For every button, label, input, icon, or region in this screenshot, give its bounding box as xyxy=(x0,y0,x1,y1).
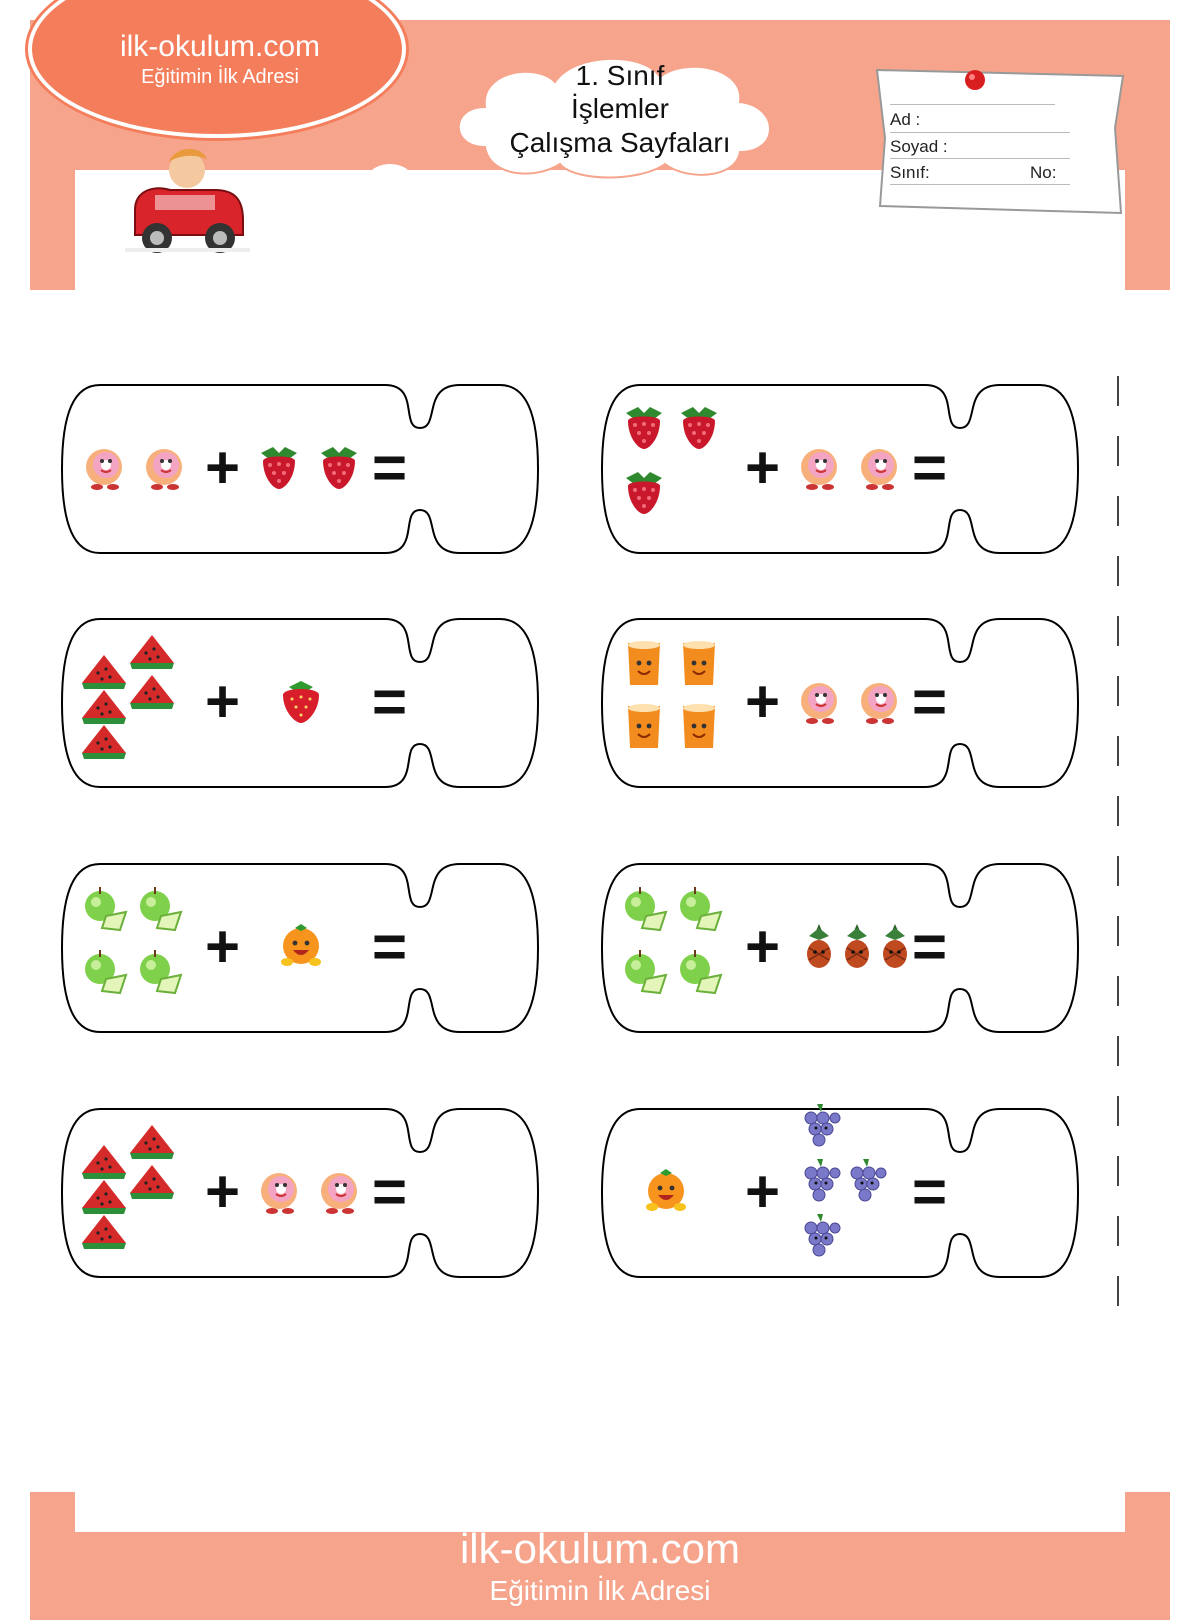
title-line-2: İşlemler xyxy=(570,93,669,124)
footer-slogan: Eğitimin İlk Adresi xyxy=(489,1575,711,1606)
strawberry-icon xyxy=(277,677,325,730)
logo-slogan: Eğitimin İlk Adresi xyxy=(141,66,299,88)
orange-icon xyxy=(277,922,325,975)
addition-problem-card: += xyxy=(60,1107,540,1279)
grapefruit-icon xyxy=(315,1167,363,1220)
equals-sign: = xyxy=(912,668,948,735)
answer-box[interactable] xyxy=(970,403,1065,533)
equals-sign: = xyxy=(912,913,948,980)
grapes-icon xyxy=(795,1157,843,1210)
ad-label: Ad : xyxy=(890,110,921,129)
raspberry-icon xyxy=(675,403,723,456)
addition-problem-card: += xyxy=(600,383,1080,555)
grapefruit-icon xyxy=(255,1167,303,1220)
addition-problem-card: += xyxy=(600,617,1080,789)
green-apple-icon xyxy=(80,947,128,1000)
equals-sign: = xyxy=(912,1158,948,1225)
green-apple-icon xyxy=(620,947,668,1000)
answer-box[interactable] xyxy=(430,1127,525,1257)
orange-juice-icon xyxy=(620,702,668,755)
answer-box[interactable] xyxy=(430,403,525,533)
answer-box[interactable] xyxy=(970,882,1065,1012)
watermelon-slice-icon xyxy=(80,1172,128,1225)
grapefruit-icon xyxy=(140,443,188,496)
grapes-icon xyxy=(795,1102,843,1155)
orange-juice-icon xyxy=(620,639,668,692)
soyad-label: Soyad : xyxy=(890,137,948,156)
sinif-no-line[interactable] xyxy=(890,184,1070,185)
orange-juice-icon xyxy=(675,639,723,692)
green-apple-icon xyxy=(135,884,183,937)
grapefruit-icon xyxy=(80,443,128,496)
addition-problem-card: += xyxy=(60,383,540,555)
grapes-icon xyxy=(841,1157,889,1210)
grapefruit-icon xyxy=(855,677,903,730)
no-label: No: xyxy=(1030,163,1057,182)
equals-sign: = xyxy=(372,668,408,735)
logo-badge xyxy=(28,0,406,138)
pineapple-icon xyxy=(833,922,881,975)
soyad-line[interactable] xyxy=(890,158,1070,159)
equals-sign: = xyxy=(372,1158,408,1225)
plus-sign: + xyxy=(205,1158,241,1225)
thought-bubbles xyxy=(258,164,412,217)
pineapple-icon xyxy=(871,922,919,975)
plus-sign: + xyxy=(205,434,241,501)
plus-sign: + xyxy=(205,668,241,735)
addition-problem-card: += xyxy=(60,862,540,1034)
grapes-icon xyxy=(795,1212,843,1265)
grapefruit-icon xyxy=(795,677,843,730)
equals-sign: = xyxy=(372,434,408,501)
orange-juice-icon xyxy=(675,702,723,755)
green-apple-icon xyxy=(80,884,128,937)
name-card xyxy=(875,68,1125,215)
equals-sign: = xyxy=(372,913,408,980)
raspberry-icon xyxy=(255,443,303,496)
footer-inner-white xyxy=(75,1492,1125,1532)
title-line-1: 1. Sınıf xyxy=(575,60,665,91)
car-mascot-icon xyxy=(125,148,250,253)
equals-sign: = xyxy=(912,434,948,501)
raspberry-icon xyxy=(315,443,363,496)
plus-sign: + xyxy=(745,434,781,501)
title-line-3: Çalışma Sayfaları xyxy=(509,127,731,158)
logo-site-name: ilk-okulum.com xyxy=(119,30,321,63)
addition-problem-card: += xyxy=(60,617,540,789)
orange-icon xyxy=(642,1167,690,1220)
grapefruit-icon xyxy=(795,443,843,496)
raspberry-icon xyxy=(620,403,668,456)
answer-box[interactable] xyxy=(970,1127,1065,1257)
note-top-line xyxy=(890,104,1055,105)
watermelon-slice-icon xyxy=(80,682,128,735)
watermelon-slice-icon xyxy=(80,1207,128,1260)
title-cloud xyxy=(457,57,771,179)
grapefruit-icon xyxy=(855,443,903,496)
cut-line xyxy=(1117,376,1119,1326)
plus-sign: + xyxy=(205,913,241,980)
watermelon-slice-icon xyxy=(128,667,176,720)
green-apple-icon xyxy=(620,884,668,937)
plus-sign: + xyxy=(745,1158,781,1225)
watermelon-slice-icon xyxy=(80,647,128,700)
watermelon-slice-icon xyxy=(80,717,128,770)
addition-problem-card: += xyxy=(600,862,1080,1034)
watermelon-slice-icon xyxy=(128,627,176,680)
footer-site-name: ilk-okulum.com xyxy=(459,1525,741,1572)
answer-box[interactable] xyxy=(430,882,525,1012)
plus-sign: + xyxy=(745,913,781,980)
raspberry-icon xyxy=(620,468,668,521)
pineapple-icon xyxy=(795,922,843,975)
green-apple-icon xyxy=(675,884,723,937)
plus-sign: + xyxy=(745,668,781,735)
watermelon-slice-icon xyxy=(80,1137,128,1190)
answer-box[interactable] xyxy=(430,637,525,767)
watermelon-slice-icon xyxy=(128,1157,176,1210)
green-apple-icon xyxy=(135,947,183,1000)
green-apple-icon xyxy=(675,947,723,1000)
watermelon-slice-icon xyxy=(128,1117,176,1170)
ad-line[interactable] xyxy=(890,132,1070,133)
addition-problem-card: += xyxy=(600,1104,1080,1279)
answer-box[interactable] xyxy=(970,637,1065,767)
sinif-label: Sınıf: xyxy=(890,163,930,182)
